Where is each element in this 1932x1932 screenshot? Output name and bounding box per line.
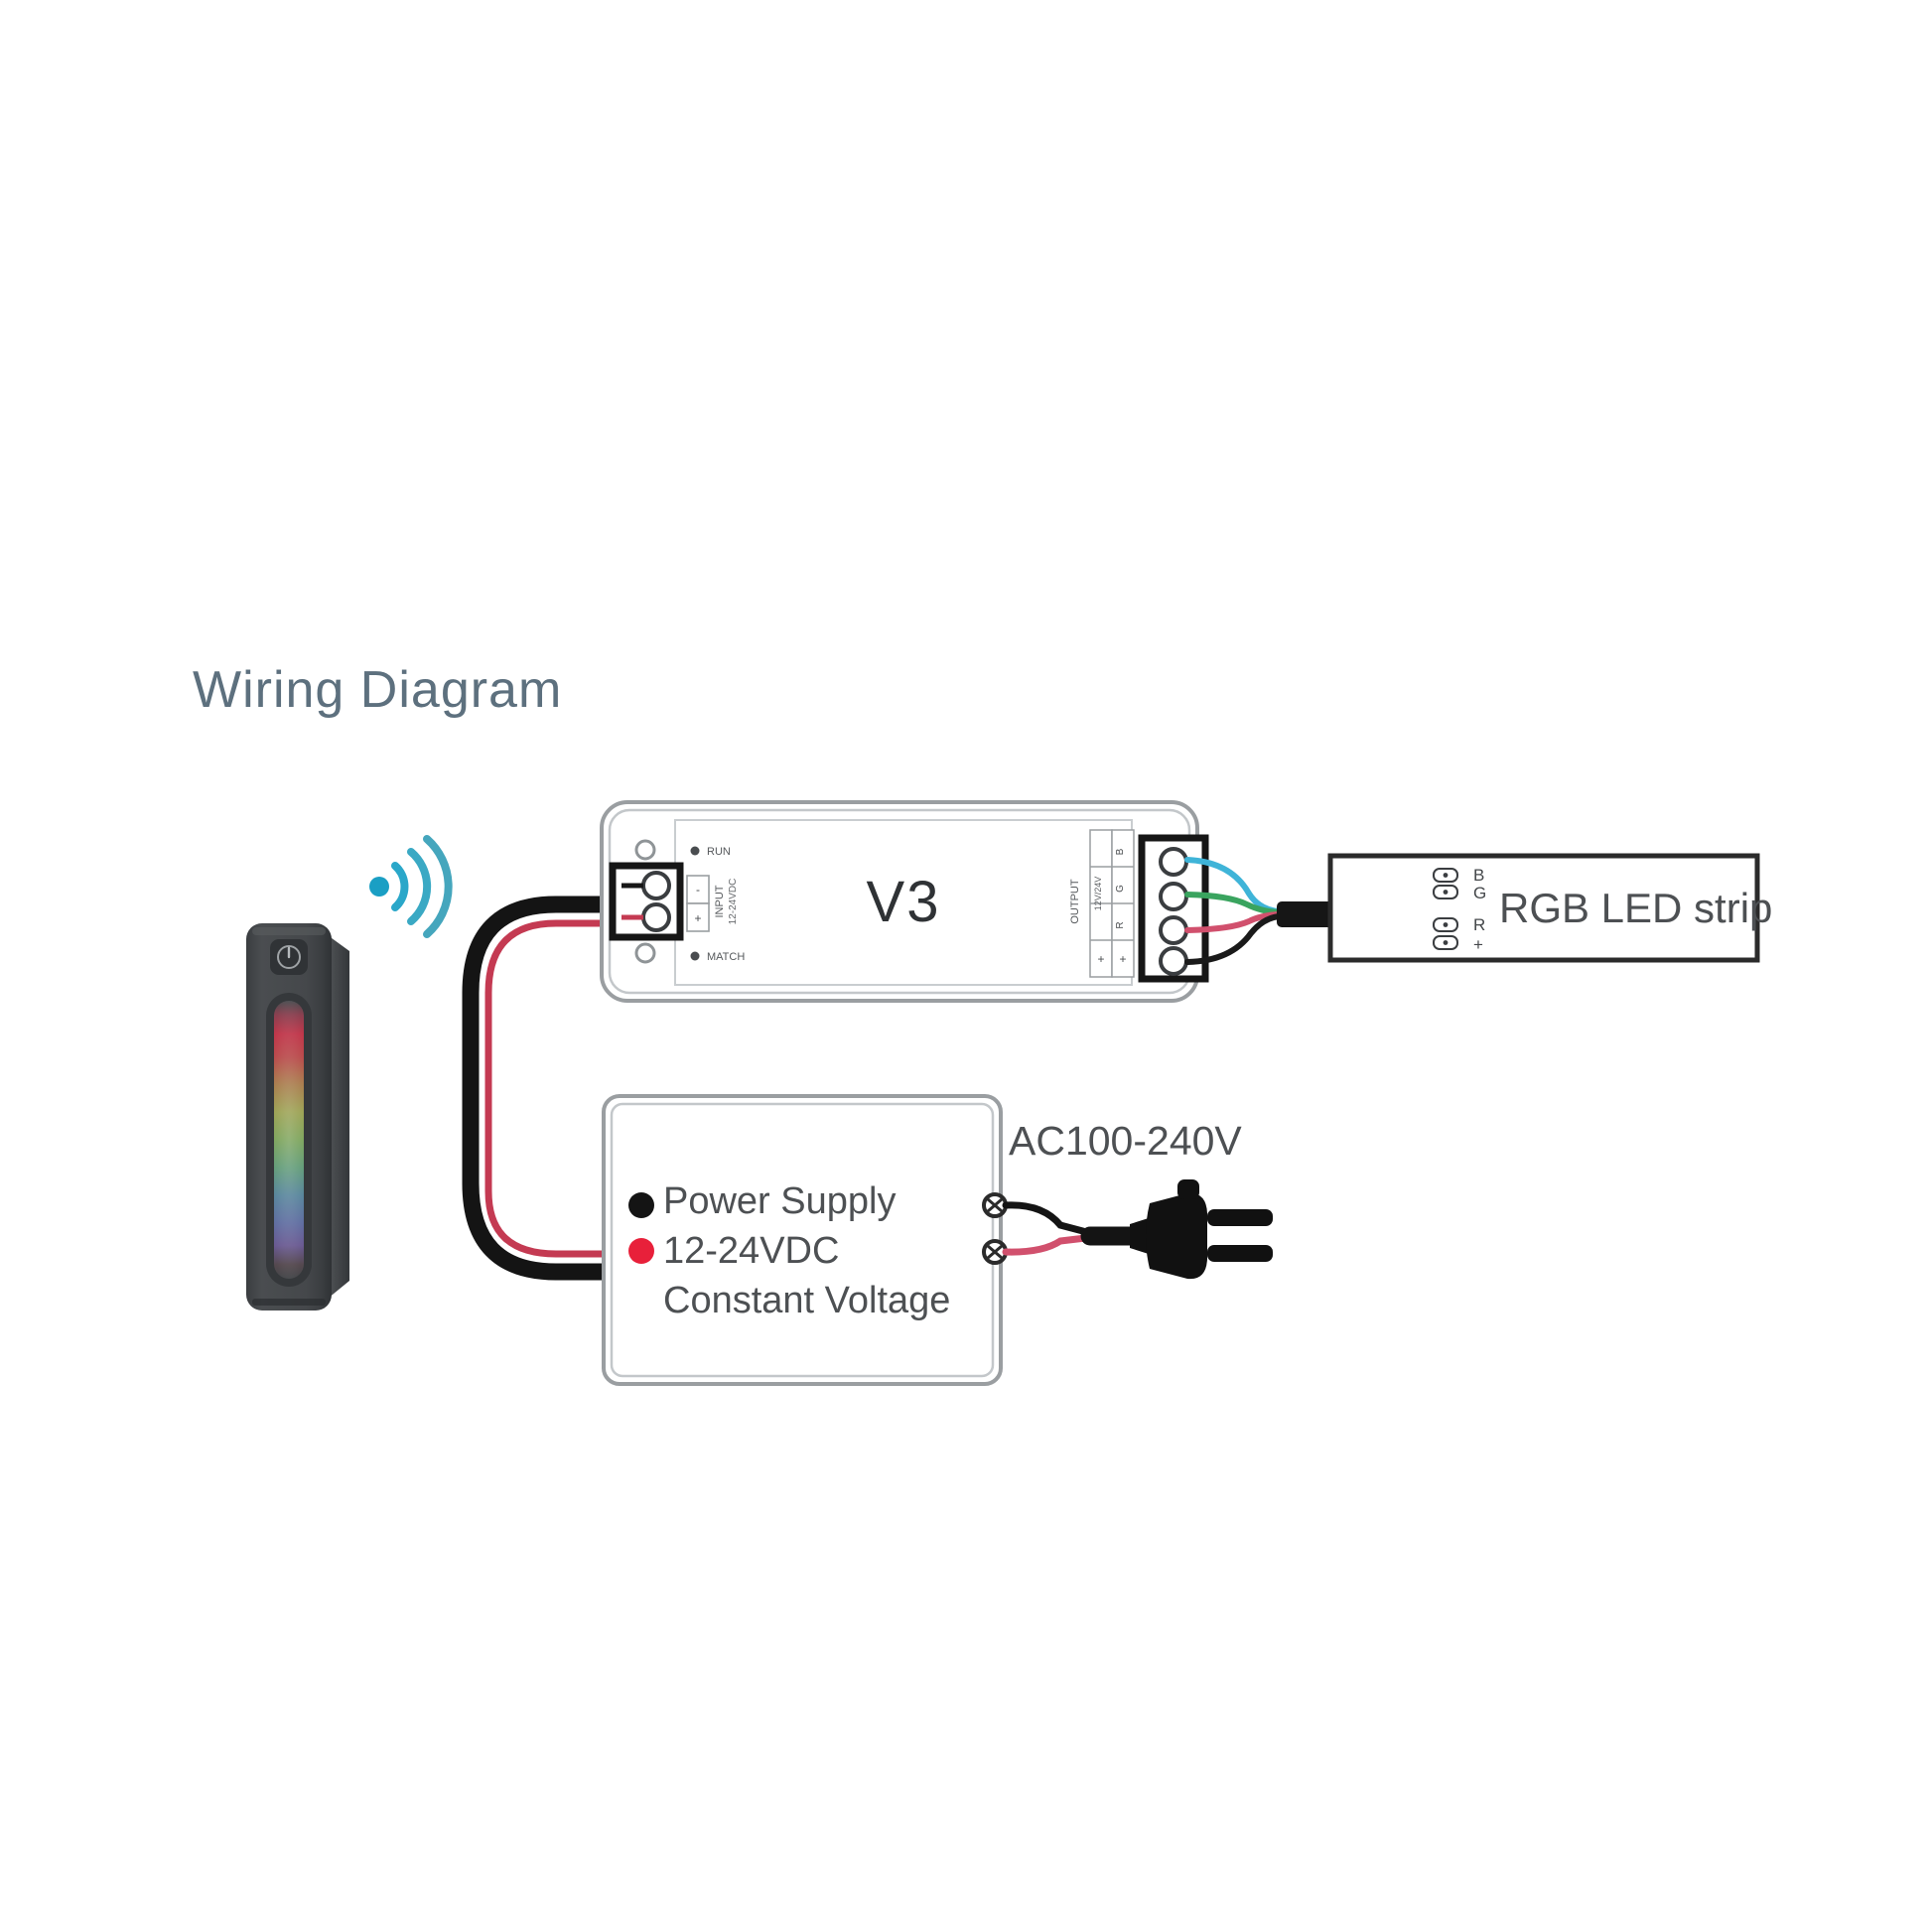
- output-channel-b: B: [1115, 848, 1126, 855]
- led-strip-label: RGB LED strip: [1499, 885, 1772, 931]
- ac-live-wire: [1002, 1201, 1098, 1238]
- dc-positive-wire: [484, 919, 624, 1258]
- slider-glow: [274, 1001, 304, 1279]
- power-supply[interactable]: Power Supply 12-24VDC Constant Voltage: [602, 1094, 1008, 1386]
- input-plus-symbol: +: [694, 911, 701, 925]
- ac-voltage-label: AC100-240V: [1009, 1118, 1242, 1164]
- output-label: OUTPUT: [1069, 879, 1081, 924]
- remote-bottom-bevel: [252, 1299, 326, 1306]
- ac-plug-ridge: [1177, 1179, 1199, 1199]
- harness-wire-r-left: [1184, 911, 1282, 933]
- input-terminal-block[interactable]: [609, 862, 684, 941]
- ac-plug-icon: [1130, 1179, 1273, 1280]
- mounting-hole-bottom: [634, 942, 656, 964]
- harness-wire-plus-left: [1184, 913, 1282, 965]
- ac-plug-body: [1146, 1192, 1207, 1280]
- ac-neutral-wire: [1002, 1233, 1098, 1256]
- run-led-indicator: [690, 846, 700, 856]
- dc-cable-jacket: [462, 896, 630, 1281]
- output-terminal-r[interactable]: [1159, 915, 1188, 945]
- harness-wire-g-left: [1184, 892, 1282, 915]
- input-minus-symbol: -: [696, 883, 700, 897]
- rgb-led-strip[interactable]: B G R + RGB LED strip: [1327, 853, 1772, 963]
- remote-control[interactable]: [246, 923, 349, 1311]
- led-strip-pads: [1433, 868, 1458, 950]
- ac-plug-prong-top: [1207, 1209, 1273, 1226]
- controller-model-label: V3: [867, 870, 941, 934]
- input-voltage-label: 12-24VDC: [728, 879, 739, 925]
- psu-terminal-positive[interactable]: [628, 1238, 654, 1264]
- output-terminal-plus[interactable]: [1159, 946, 1188, 976]
- match-label: MATCH: [707, 951, 745, 963]
- remote-side-face: [328, 935, 349, 1299]
- led-pad-label-plus: +: [1473, 935, 1483, 954]
- ac-plug-prong-bottom: [1207, 1245, 1273, 1262]
- controller-label-panel: [674, 819, 1133, 986]
- wireless-signal-icon: [369, 835, 453, 938]
- led-strip-body: [1327, 853, 1760, 963]
- input-label: INPUT: [714, 885, 726, 917]
- output-legend: OUTPUT 12V/24V B G R + +: [1069, 829, 1135, 978]
- run-label: RUN: [707, 846, 731, 858]
- page-title: Wiring Diagram: [193, 661, 562, 719]
- output-terminal-g[interactable]: [1159, 882, 1188, 911]
- mounting-hole-top: [634, 839, 656, 861]
- led-pad-label-g: G: [1473, 884, 1486, 902]
- output-voltage-label: 12V/24V: [1093, 877, 1103, 911]
- output-channel-r: R: [1115, 921, 1126, 928]
- input-legend: - + INPUT 12-24VDC: [686, 875, 739, 932]
- match-led-indicator: [690, 951, 700, 961]
- output-common-plus-1: +: [1097, 952, 1104, 966]
- psu-line-1: Power Supply: [663, 1180, 896, 1222]
- psu-terminal-negative[interactable]: [628, 1192, 654, 1218]
- input-terminal-positive[interactable]: [641, 902, 671, 932]
- power-icon[interactable]: [277, 945, 301, 969]
- remote-top-bevel: [252, 927, 326, 935]
- v3-controller[interactable]: RUN MATCH - + INPUT 12-24VDC V3 OUTPUT: [600, 800, 1199, 1003]
- input-terminal-negative[interactable]: [641, 871, 671, 900]
- output-terminal-b[interactable]: [1159, 847, 1188, 877]
- psu-line-2: 12-24VDC: [663, 1230, 839, 1272]
- ac-mains-cord: [1002, 1201, 1146, 1256]
- output-channel-g: G: [1115, 885, 1126, 893]
- led-pad-label-b: B: [1473, 866, 1484, 885]
- output-common-plus-2: +: [1119, 952, 1126, 966]
- led-pad-label-r: R: [1473, 915, 1485, 934]
- psu-line-3: Constant Voltage: [663, 1280, 950, 1321]
